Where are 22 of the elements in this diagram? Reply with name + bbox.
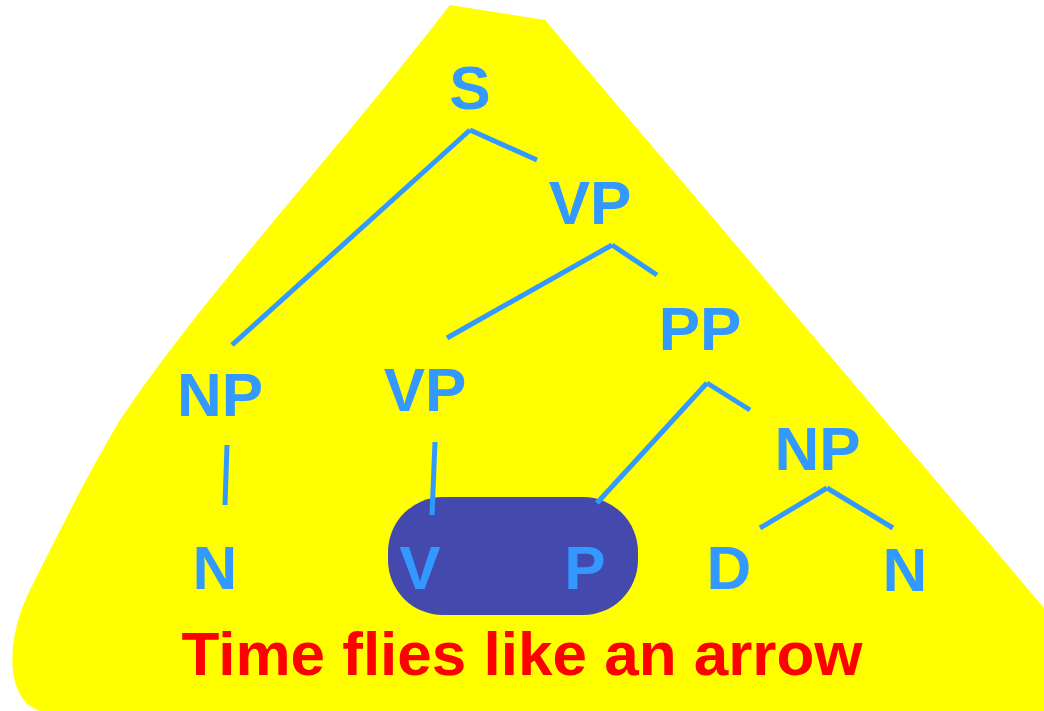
tree-branch (610, 242, 659, 278)
category-label: PP (658, 298, 742, 360)
tree-branch (705, 380, 752, 413)
tree-branch (429, 441, 438, 516)
category-label: D (706, 537, 752, 599)
category-label: NP (176, 364, 264, 426)
category-label: N (192, 536, 238, 599)
tree-branch (595, 381, 709, 505)
tree-branch (445, 242, 614, 341)
category-label: N (882, 539, 928, 601)
tree-branch (825, 485, 895, 531)
category-label: S (449, 56, 491, 119)
category-label: P (564, 537, 606, 599)
tree-branch (222, 444, 230, 506)
category-label: V (399, 536, 441, 599)
sentence-text: Time flies like an arrow (181, 619, 863, 688)
tree-branch (230, 128, 472, 347)
tree-branch (468, 127, 539, 163)
category-label: VP (548, 171, 632, 234)
category-label: NP (774, 418, 861, 480)
category-label: VP (383, 359, 467, 421)
tree-branch (758, 485, 829, 531)
